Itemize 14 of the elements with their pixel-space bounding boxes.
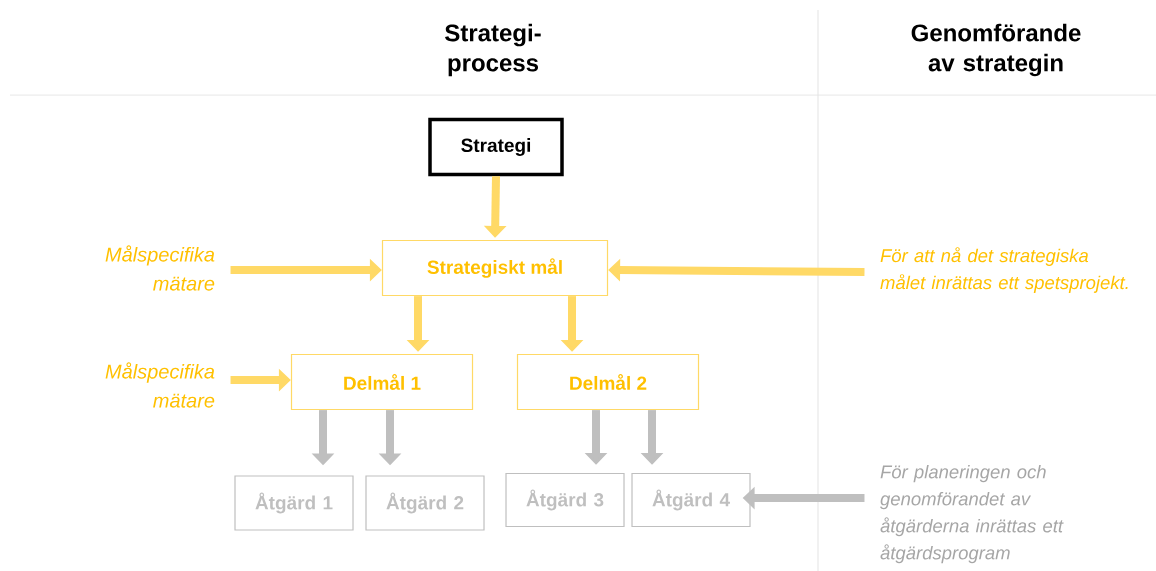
side-note: Målspecifika mätare	[105, 245, 215, 291]
side-note: För att nå det strategiska målet inrättas ett spetsprojekt.	[880, 247, 1128, 293]
process-box: Åtgärd 4	[631, 472, 751, 528]
process-box: Strategiskt mål	[381, 239, 609, 297]
side-note: Målspecifika mätare	[105, 362, 215, 408]
side-note: För planeringen och genomförandet av åtgärderna inrättas ett åtgärdsprogram	[880, 464, 1064, 564]
column-heading: Genomförande av strategin	[911, 23, 1081, 77]
process-box: Delmål 2	[516, 353, 700, 411]
process-box: Åtgärd 2	[365, 475, 485, 531]
process-box: Åtgärd 1	[234, 475, 354, 531]
process-box: Delmål 1	[290, 353, 474, 411]
column-heading: Strategi- process	[445, 23, 541, 77]
process-box: Åtgärd 3	[505, 472, 625, 528]
process-box: Strategi	[428, 117, 564, 177]
